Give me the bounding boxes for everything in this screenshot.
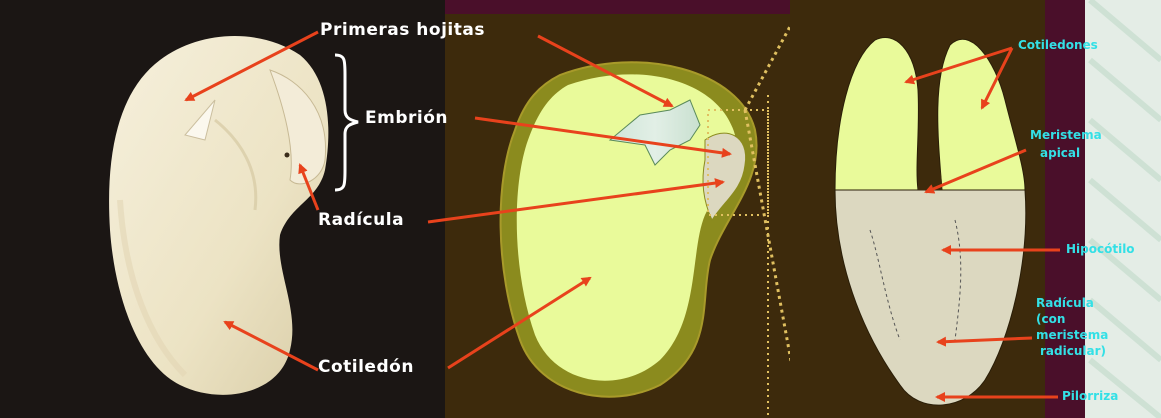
label-radicula-right-3: meristema <box>1036 328 1108 342</box>
label-radicula-right-1: Radícula <box>1036 296 1094 310</box>
label-cotiledon: Cotiledón <box>318 357 414 377</box>
label-pilorriza: Pilorriza <box>1062 389 1118 403</box>
label-hipocotilo: Hipocótilo <box>1066 242 1135 256</box>
label-embrion: Embrión <box>365 108 448 128</box>
label-radicula-right-4: radicular) <box>1040 344 1106 358</box>
label-meristema-apical-1: Meristema <box>1030 128 1102 142</box>
label-radicula-right-2: (con <box>1036 312 1065 326</box>
label-cotiledones: Cotiledones <box>1018 38 1098 52</box>
label-radicula: Radícula <box>318 210 404 230</box>
label-meristema-apical-2: apical <box>1040 146 1080 160</box>
label-primeras-hojitas: Primeras hojitas <box>320 20 485 40</box>
